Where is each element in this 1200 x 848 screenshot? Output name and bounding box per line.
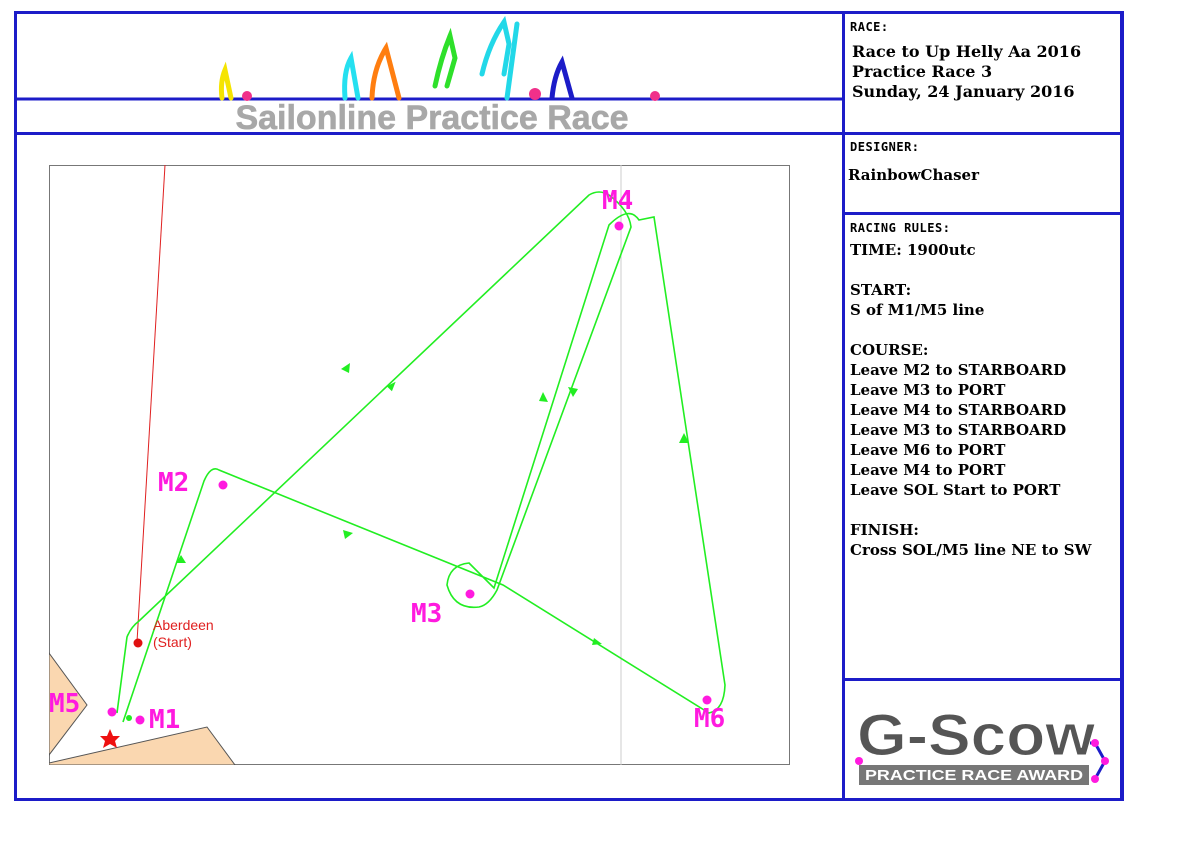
mark-m3-dot [465,589,475,599]
mark-m6-dot [702,695,712,705]
race-name: Race to Up Helly Aa 2016 [852,42,1082,61]
course-track [116,191,726,723]
mark-m5-dot [107,707,117,717]
divider-race [842,132,1124,135]
course-arrows [176,363,689,645]
arrow-icon [592,638,602,645]
mark-m1-label: M1 [149,705,180,735]
arrow-icon [679,433,689,443]
race-label: RACE: [850,20,889,34]
mark-m6-label: M6 [694,704,725,734]
rhumb-line [136,165,166,643]
course-map: Aberdeen (Start) M1 M2 M3 M4 M5 M6 [49,165,790,765]
designer-name: RainbowChaser [848,166,979,184]
rules-start-heading: START: [850,281,912,299]
designer-label: DESIGNER: [850,140,920,154]
sail-logo-icon [218,15,660,101]
divider-designer [842,212,1124,215]
rules-time: TIME: 1900utc [850,241,976,259]
rules-course-heading: COURSE: [850,341,929,359]
start-line-point [126,715,132,721]
mark-m2-label: M2 [158,468,189,498]
rules-finish-heading: FINISH: [850,521,919,539]
mark-m3-label: M3 [411,599,442,629]
award-logo: G-Scow PRACTICE RACE AWARD [855,703,1109,785]
rules-label: RACING RULES: [850,221,951,235]
course-item: Leave M3 to STARBOARD [850,421,1067,439]
mark-m4-dot [614,221,624,231]
land-area [49,652,88,756]
spacer [850,260,1091,280]
award-logo-text: G-Scow [857,703,1096,768]
course-item: Leave M6 to PORT [850,441,1006,459]
banner-title: Sailonline Practice Race [235,99,628,132]
course-item: Leave M3 to PORT [850,381,1006,399]
mark-m4-label: M4 [602,186,633,216]
race-info: Race to Up Helly Aa 2016 Practice Race 3… [852,42,1081,102]
arrow-icon [386,381,396,392]
spacer [850,320,1091,340]
start-label-line1: Aberdeen [153,617,214,633]
mark-m1-dot [135,715,145,725]
divider-right-inner [1120,11,1123,801]
arrow-icon [343,530,353,539]
course-item: Leave M2 to STARBOARD [850,361,1067,379]
course-item: Leave SOL Start to PORT [850,481,1061,499]
map-border [49,165,790,765]
mark-m2-dot [218,480,228,490]
arrow-icon [176,555,186,563]
course-item: Leave M4 to STARBOARD [850,401,1067,419]
divider-banner [14,132,845,135]
award-subtitle-bg [859,765,1089,785]
award-course-icon [855,739,1109,783]
rules-finish-text: Cross SOL/M5 line NE to SW [850,541,1092,559]
finish-star-icon [100,729,120,748]
race-date: Sunday, 24 January 2016 [852,82,1075,101]
marks [107,221,712,725]
spacer [850,500,1091,520]
mark-m5-label: M5 [49,689,80,719]
racing-rules: TIME: 1900utc START: S of M1/M5 line COU… [850,240,1091,560]
banner: Sailonline Practice Race [17,15,842,132]
divider-vertical [842,11,845,801]
arrow-icon [341,363,350,373]
land-area [49,726,236,765]
arrow-icon [568,387,578,397]
start-label-line2: (Start) [153,634,192,650]
start-point [133,638,143,648]
divider-rules [842,678,1124,681]
award-subtitle: PRACTICE RACE AWARD [865,767,1083,784]
race-subtitle: Practice Race 3 [852,62,993,81]
course-item: Leave M4 to PORT [850,461,1006,479]
arrow-icon [539,392,548,402]
rules-start-text: S of M1/M5 line [850,301,985,319]
